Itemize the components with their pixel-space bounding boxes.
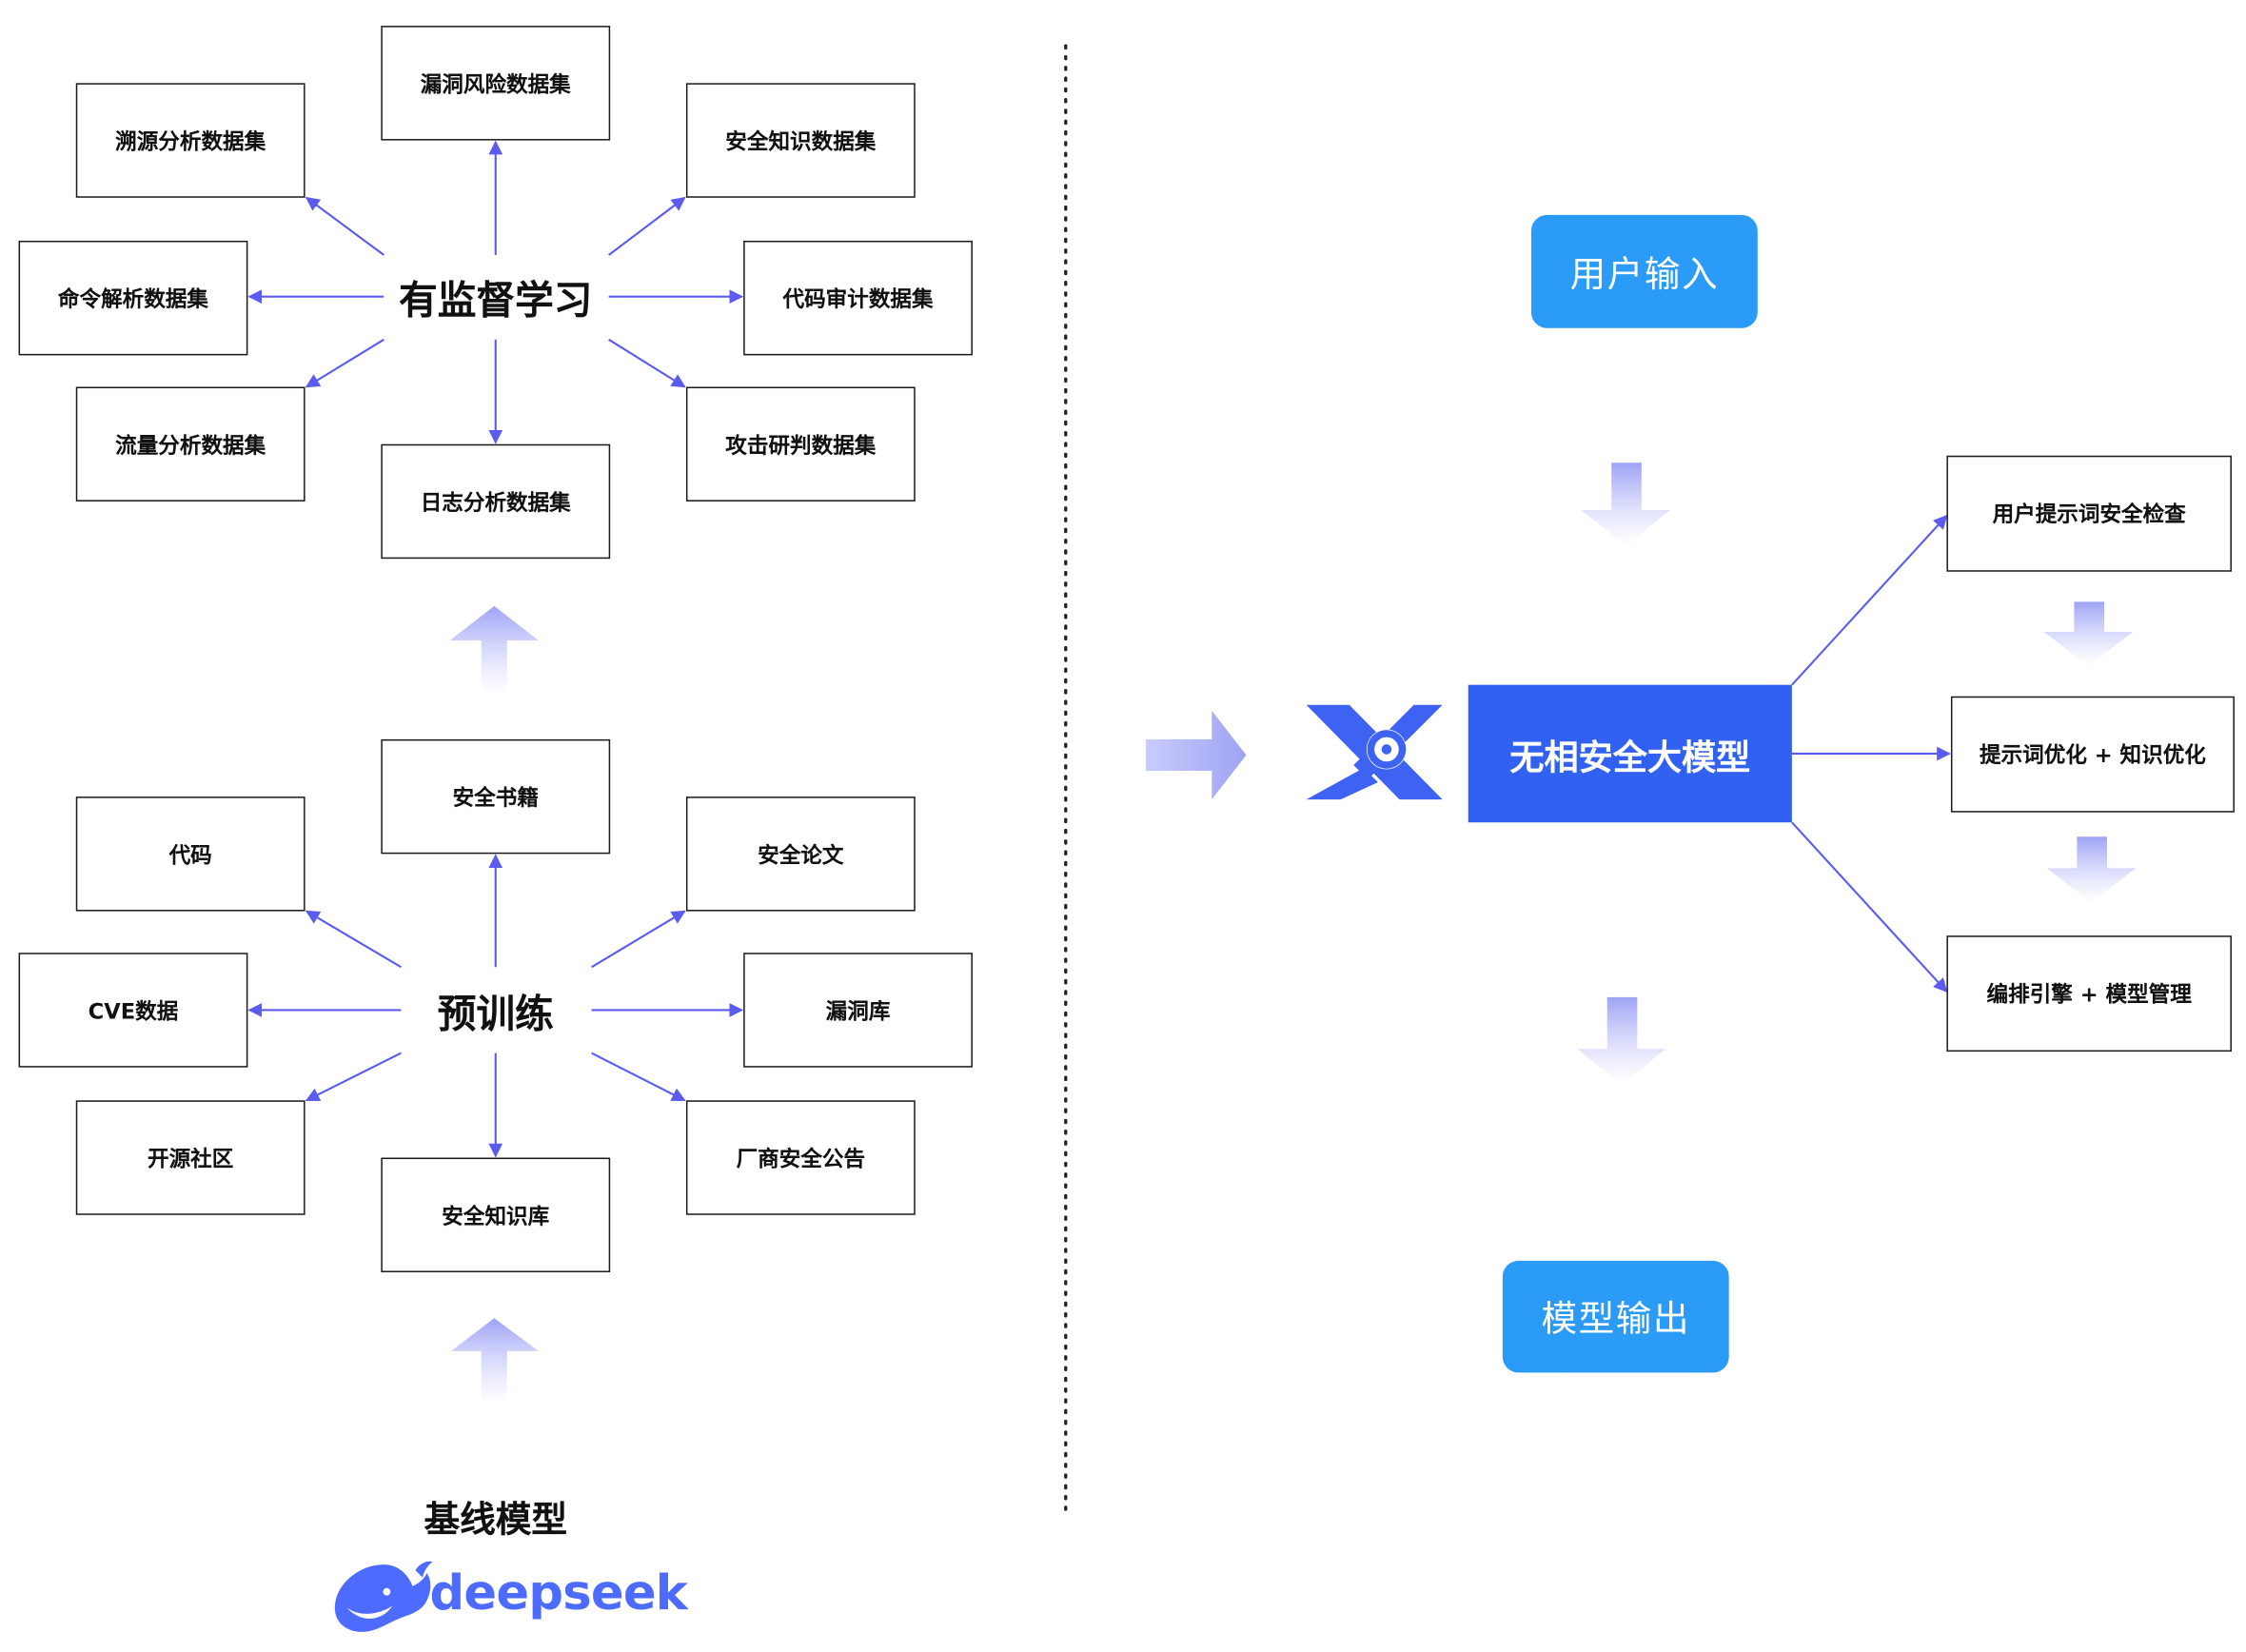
arrow-right-to-model bbox=[1146, 710, 1247, 800]
source-vendor-advisories: 厂商安全公告 bbox=[685, 1100, 916, 1215]
source-security-kb: 安全知识库 bbox=[381, 1157, 611, 1272]
x-logo-icon bbox=[1306, 704, 1443, 800]
arrow-down-to-output bbox=[1577, 996, 1666, 1085]
source-code: 代码 bbox=[75, 796, 305, 912]
source-vuln-db: 漏洞库 bbox=[743, 953, 973, 1068]
deepseek-brand: deepseek bbox=[430, 1564, 688, 1622]
dataset-traffic-analysis: 流量分析数据集 bbox=[75, 386, 305, 502]
source-cve-data: CVE数据 bbox=[18, 953, 248, 1068]
step-prompt-safety-check: 用户提示词安全检查 bbox=[1946, 455, 2232, 572]
dataset-log-analysis: 日志分析数据集 bbox=[381, 443, 611, 560]
model-branches bbox=[1791, 514, 1951, 993]
model-node: 无相安全大模型 bbox=[1468, 684, 1792, 823]
user-input-node: 用户输入 bbox=[1530, 214, 1758, 328]
step-orchestration-model-mgmt: 编排引擎 + 模型管理 bbox=[1946, 935, 2232, 1052]
source-security-papers: 安全论文 bbox=[685, 796, 916, 912]
arrow-down-from-input bbox=[1581, 462, 1670, 546]
source-security-books: 安全书籍 bbox=[381, 738, 611, 855]
dataset-command-parsing: 命令解析数据集 bbox=[18, 240, 248, 356]
arrow-down-step2 bbox=[2046, 836, 2137, 903]
brand-name: deepseek bbox=[429, 1564, 688, 1622]
dataset-code-audit: 代码审计数据集 bbox=[743, 240, 973, 356]
pretrain-spokes bbox=[247, 854, 744, 1158]
model-output-node: 模型输出 bbox=[1502, 1260, 1729, 1373]
arrow-up-to-supervised bbox=[449, 605, 539, 696]
dataset-vuln-risk: 漏洞风险数据集 bbox=[381, 26, 611, 141]
supervised-spokes bbox=[247, 140, 744, 444]
supervised-hub: 有监督学习 bbox=[384, 261, 608, 333]
dataset-trace-analysis: 溯源分析数据集 bbox=[75, 83, 305, 198]
arrow-up-to-pretrain bbox=[451, 1318, 539, 1405]
baseline-title: 基线模型 bbox=[424, 1498, 568, 1541]
whale-icon bbox=[334, 1561, 433, 1632]
source-open-source: 开源社区 bbox=[75, 1100, 305, 1215]
arrow-down-step1 bbox=[2043, 601, 2134, 667]
dataset-security-knowledge: 安全知识数据集 bbox=[685, 83, 916, 198]
pretrain-hub: 预训练 bbox=[404, 974, 588, 1047]
dataset-attack-analysis: 攻击研判数据集 bbox=[685, 386, 916, 502]
step-prompt-knowledge-optimization: 提示词优化 + 知识优化 bbox=[1950, 696, 2235, 813]
